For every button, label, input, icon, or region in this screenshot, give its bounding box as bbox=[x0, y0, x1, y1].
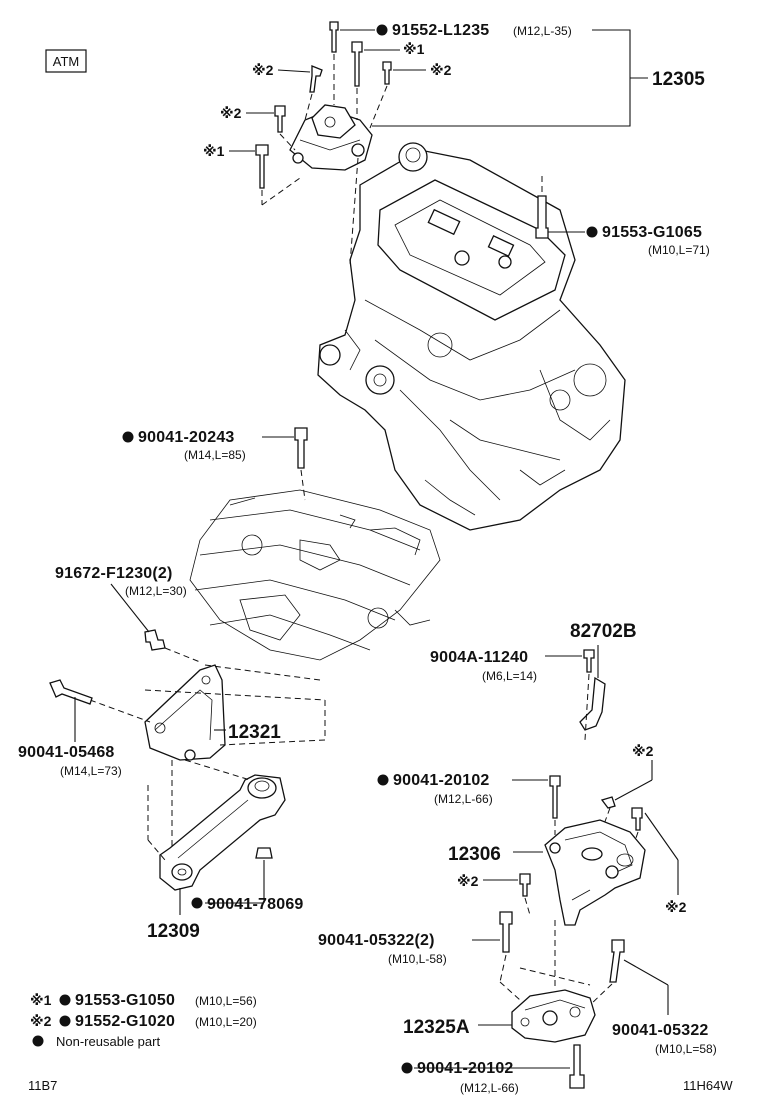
label-9004A-11240: 9004A-11240 bbox=[430, 649, 528, 666]
engine-block bbox=[317, 142, 626, 531]
mark-2-left-12306: ※2 bbox=[457, 873, 479, 889]
bracket-12321 bbox=[144, 664, 226, 761]
spec-90041-20102-upper: (M12,L-66) bbox=[434, 792, 493, 806]
label-90041-20243: 90041-20243 bbox=[138, 429, 235, 446]
legend-part-1: 91553-G1050 bbox=[75, 992, 175, 1009]
mark-1-left: ※1 bbox=[203, 143, 225, 159]
legend-mark-1: ※1 bbox=[30, 992, 52, 1008]
nonreusable-dot bbox=[377, 774, 389, 786]
bracket-12306 bbox=[544, 819, 646, 926]
footer-left-code: 11B7 bbox=[28, 1078, 57, 1093]
spec-91672-F1230: (M12,L=30) bbox=[125, 584, 187, 598]
label-12321: 12321 bbox=[228, 722, 281, 743]
spec-90041-05468: (M14,L=73) bbox=[60, 764, 122, 778]
nonreusable-dot bbox=[376, 24, 388, 36]
spec-90041-20102-lower: (M12,L-66) bbox=[460, 1081, 519, 1095]
label-91552-L1235: 91552-L1235 bbox=[392, 22, 489, 39]
engine-mount-12305 bbox=[289, 104, 373, 171]
label-82702B: 82702B bbox=[570, 621, 637, 642]
mark-1-top: ※1 bbox=[403, 41, 425, 57]
mark-2-lower-right: ※2 bbox=[665, 899, 687, 915]
legend-nonreusable: Non-reusable part bbox=[56, 1034, 160, 1049]
atm-badge: ATM bbox=[45, 49, 87, 73]
legend-spec-2: (M10,L=20) bbox=[195, 1015, 257, 1029]
legend-part-2: 91552-G1020 bbox=[75, 1013, 175, 1030]
legend: ※1 91553-G1050 (M10,L=56) ※2 91552-G1020… bbox=[30, 992, 257, 1049]
mark-2-right: ※2 bbox=[430, 62, 452, 78]
label-90041-05468: 90041-05468 bbox=[18, 744, 115, 761]
label-90041-20102-lower: 90041-20102 bbox=[417, 1060, 514, 1077]
label-90041-05322-2: 90041-05322(2) bbox=[318, 932, 435, 949]
bracket-12325A bbox=[511, 989, 596, 1043]
label-90041-05322: 90041-05322 bbox=[612, 1022, 709, 1039]
label-12309: 12309 bbox=[147, 921, 200, 942]
nonreusable-dot bbox=[586, 226, 598, 238]
legend-mark-2: ※2 bbox=[30, 1013, 52, 1029]
nonreusable-dot bbox=[191, 897, 203, 909]
spec-90041-05322-2: (M10,L-58) bbox=[388, 952, 447, 966]
spec-90041-20243: (M14,L=85) bbox=[184, 448, 246, 462]
label-12305: 12305 bbox=[652, 69, 705, 90]
label-90041-78069: 90041-78069 bbox=[207, 896, 304, 913]
label-12306: 12306 bbox=[448, 844, 501, 865]
label-90041-20102-upper: 90041-20102 bbox=[393, 772, 490, 789]
label-12325A: 12325A bbox=[403, 1017, 470, 1038]
nonreusable-dot bbox=[122, 431, 134, 443]
nonreusable-dot bbox=[401, 1062, 413, 1074]
spec-91553-G1065: (M10,L=71) bbox=[648, 243, 710, 257]
mark-2-upper-right: ※2 bbox=[632, 743, 654, 759]
legend-spec-1: (M10,L=56) bbox=[195, 994, 257, 1008]
spec-91552-L1235: (M12,L-35) bbox=[513, 24, 572, 38]
label-91672-F1230: 91672-F1230(2) bbox=[55, 565, 173, 582]
nonreusable-legend-dot bbox=[32, 1035, 44, 1047]
mark-2-left: ※2 bbox=[252, 62, 274, 78]
spec-9004A-11240: (M6,L=14) bbox=[482, 669, 537, 683]
top-mount-bolts bbox=[255, 21, 392, 266]
spec-90041-05322: (M10,L=58) bbox=[655, 1042, 717, 1056]
subframe bbox=[189, 489, 441, 661]
footer-right-code: 11H64W bbox=[683, 1078, 733, 1093]
torque-rod-12309 bbox=[159, 774, 286, 891]
atm-badge-label: ATM bbox=[53, 54, 79, 69]
mark-2-mid: ※2 bbox=[220, 105, 242, 121]
label-91553-G1065: 91553-G1065 bbox=[602, 224, 702, 241]
